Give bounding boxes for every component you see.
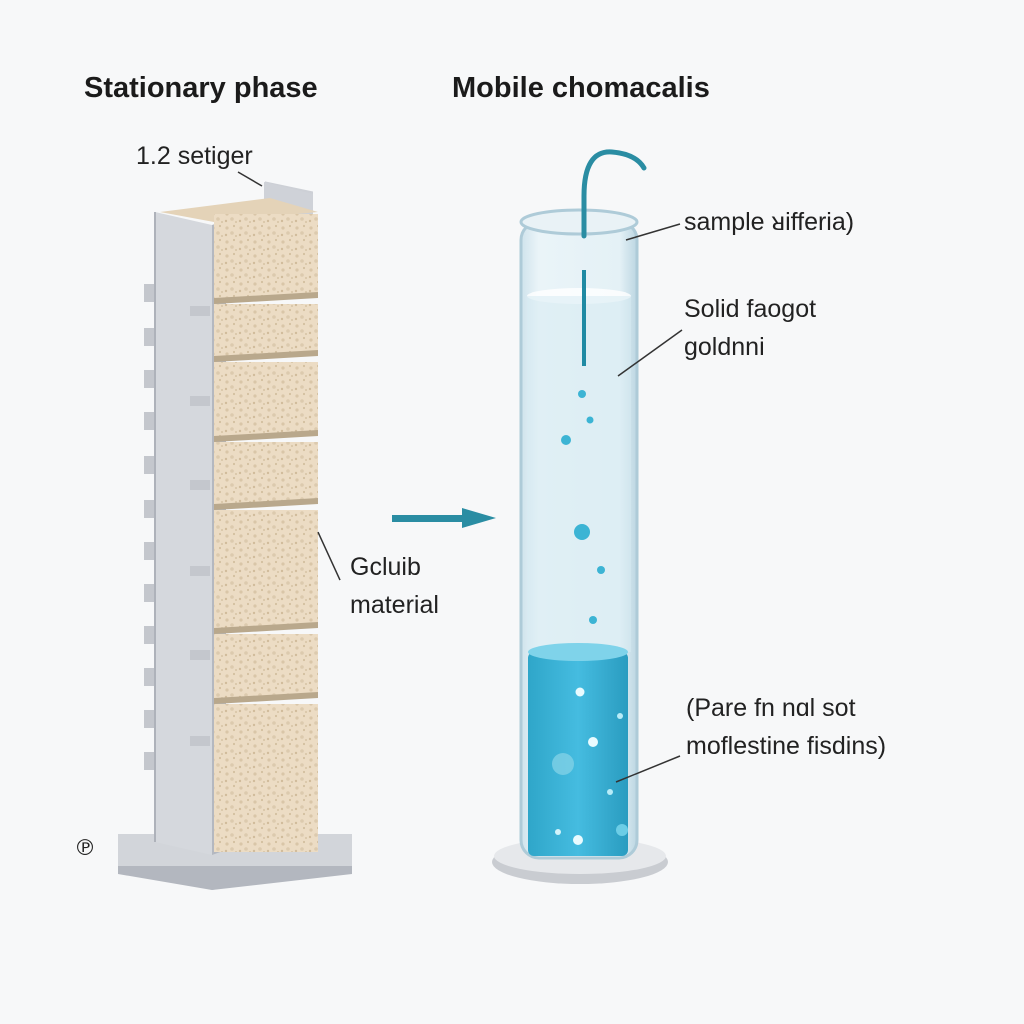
- test-tube: [519, 208, 639, 860]
- packing-block-3: [214, 362, 318, 436]
- label-solid: Solid faogot goldnni: [684, 290, 816, 366]
- sample-pointer: [625, 223, 681, 241]
- label-sample: sample ᴚifferia): [684, 208, 855, 236]
- sample-droplets: [561, 390, 605, 624]
- solid-pointer: [617, 329, 683, 377]
- title-mobile-phase: Mobile chomacalis: [452, 72, 710, 104]
- label-setiger: 1.2 setiger: [136, 142, 253, 170]
- label-pare-line2: moflestine fisdins): [686, 732, 887, 760]
- packing-block-5: [214, 510, 318, 628]
- label-solid-line2: goldnni: [684, 333, 765, 361]
- label-gcluib-line2: material: [350, 591, 439, 619]
- arrow-right-icon: [392, 508, 496, 528]
- packing-block-1: [214, 214, 318, 298]
- packing-block-2: [214, 304, 318, 356]
- label-pare-line1: (Pare fn nɑl sot: [686, 694, 856, 722]
- packing-block-6: [214, 634, 318, 698]
- liquid-bubbles: [552, 687, 628, 845]
- gcluib-pointer: [317, 531, 341, 581]
- title-stationary-phase: Stationary phase: [84, 72, 318, 104]
- liquid-band: [528, 652, 628, 856]
- packing-block-7: [214, 704, 318, 852]
- pare-pointer: [615, 755, 681, 783]
- label-gcluib-line1: Gcluib: [350, 553, 421, 581]
- packing-block-4: [214, 442, 318, 504]
- setiger-pointer: [237, 171, 263, 187]
- label-gcluib: Gcluib material: [350, 548, 439, 624]
- corner-mark-icon: ℗: [74, 836, 96, 861]
- label-solid-line1: Solid faogot: [684, 295, 817, 323]
- stationary-packing: [160, 198, 318, 852]
- inlet-tube: [581, 149, 647, 239]
- label-pare: (Pare fn nɑl sot moflestine fisdins): [686, 689, 886, 765]
